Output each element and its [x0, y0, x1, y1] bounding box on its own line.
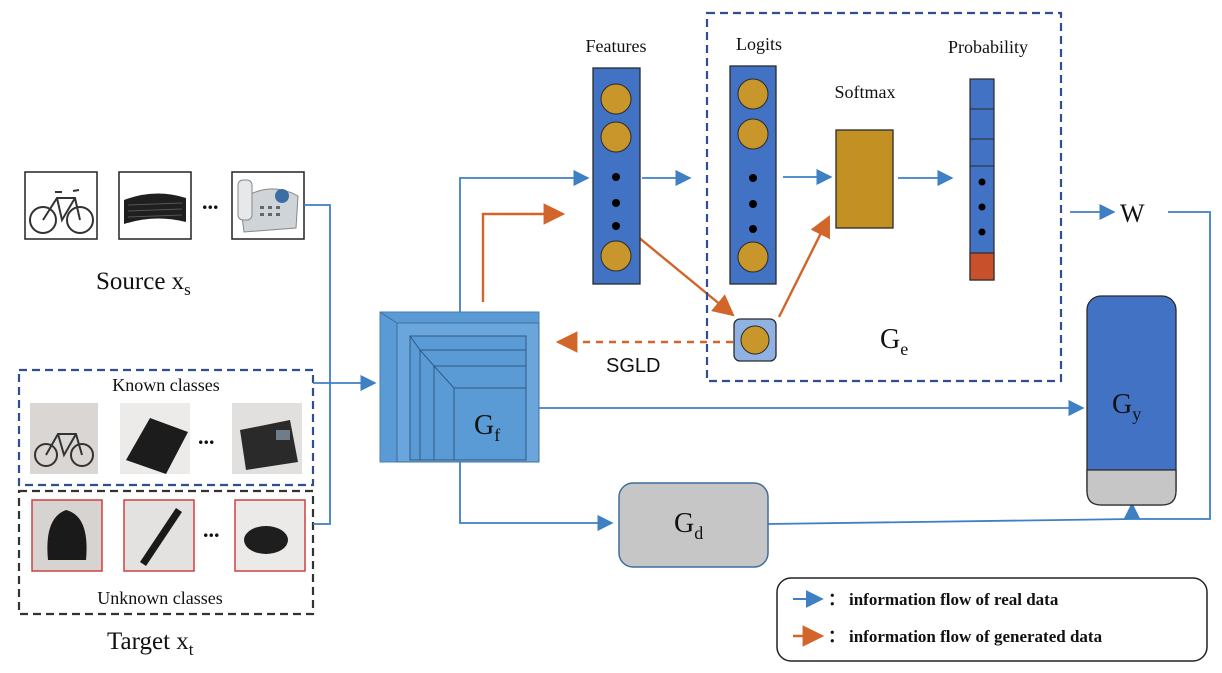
ge-classifier-box [705, 11, 1063, 383]
probability-column [969, 78, 995, 281]
target-label: Target xt [107, 628, 194, 659]
legend: ：information flow of real data ：informat… [776, 577, 1208, 662]
known-ellipsis: ... [198, 424, 215, 449]
known-image-telephone [232, 403, 302, 474]
generated-data-flows [481, 203, 831, 353]
unknown-image-pen [123, 499, 195, 572]
source-image-bicycle [24, 171, 98, 240]
gf-label: Gf [474, 410, 500, 445]
source-label: Source xs [96, 268, 191, 299]
logits-column [729, 65, 777, 285]
unknown-classes-box: ... Unknown classes [17, 489, 315, 616]
gd-discriminator [618, 482, 769, 568]
source-ellipsis: ... [202, 189, 219, 214]
features-label: Features [586, 36, 647, 56]
softmax-label: Softmax [835, 82, 896, 102]
features-column [592, 67, 641, 285]
unknown-image-backpack [31, 499, 103, 572]
source-images: ... [24, 171, 305, 240]
unknown-ellipsis: ... [203, 517, 220, 542]
sgld-label: SGLD [606, 355, 660, 377]
known-image-bicycle [30, 403, 98, 474]
gy-label: Gy [1112, 389, 1141, 424]
ge-label: Ge [880, 324, 908, 359]
gd-label: Gd [674, 508, 703, 543]
source-image-keyboard [118, 171, 192, 240]
gy-classifier [1086, 295, 1177, 506]
probability-label: Probability [948, 37, 1028, 57]
w-label: W [1120, 199, 1145, 228]
generated-sample-node [733, 318, 777, 362]
real-data-flows [459, 168, 1211, 532]
unknown-classes-title: Unknown classes [97, 588, 222, 608]
known-classes-title: Known classes [112, 375, 219, 395]
logits-label: Logits [736, 34, 782, 54]
unknown-image-mouse [234, 499, 306, 572]
legend-generated: ：information flow of generated data [828, 627, 1103, 646]
source-image-telephone [231, 171, 305, 240]
legend-real: ：information flow of real data [828, 590, 1059, 609]
known-image-keyboard [120, 403, 190, 474]
softmax-block [835, 129, 894, 229]
gf-feature-extractor [379, 311, 540, 463]
input-connectors [304, 204, 377, 525]
known-classes-box: Known classes ... [17, 368, 315, 487]
